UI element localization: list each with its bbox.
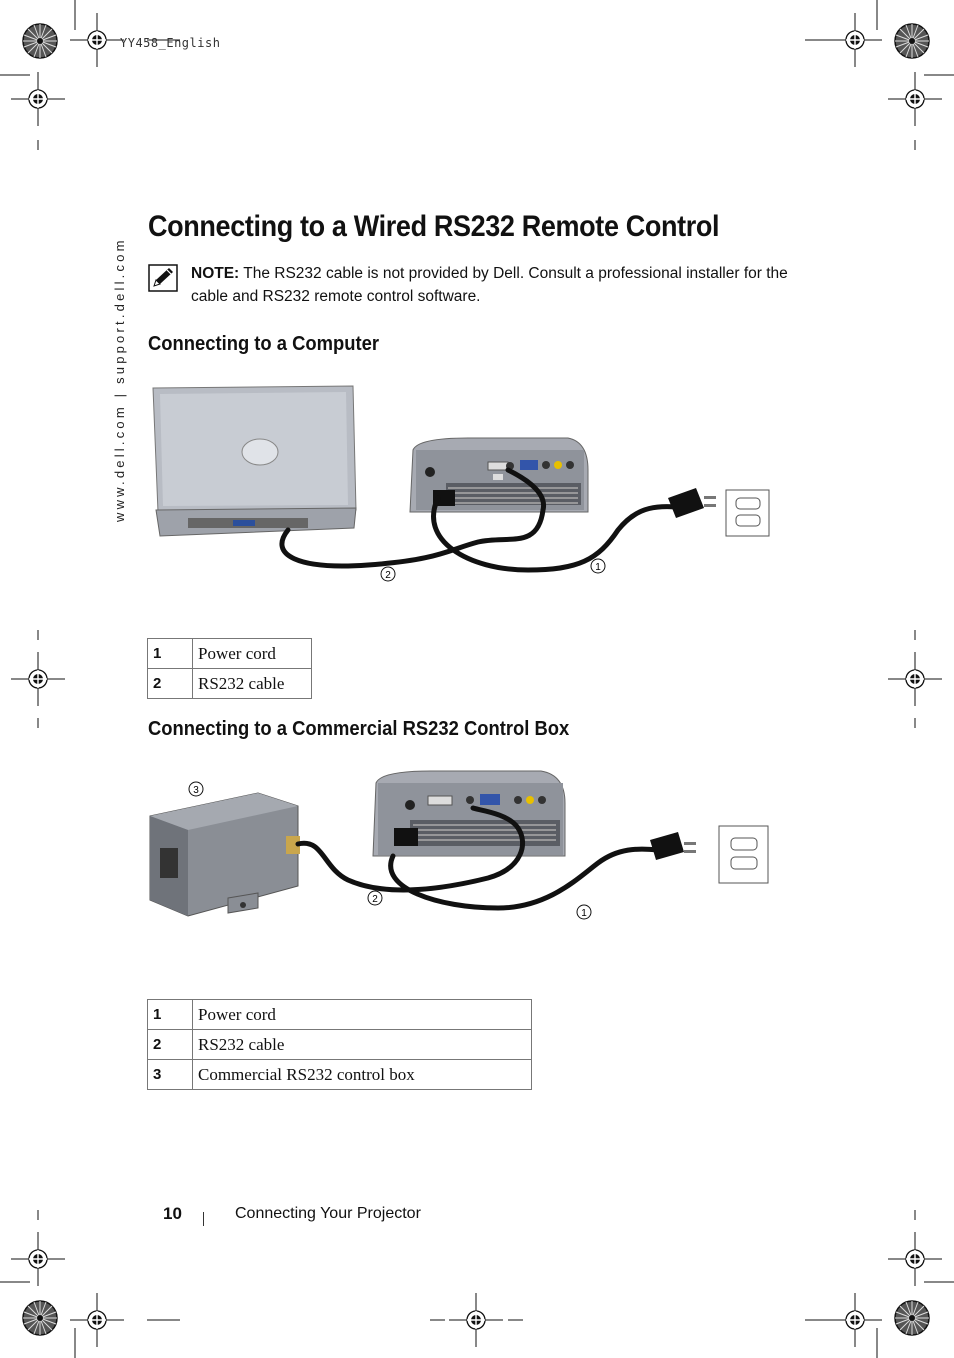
legend-label: Power cord <box>192 999 532 1030</box>
wall-outlet <box>725 489 770 537</box>
legend-table-control-box: 1 Power cord 2 RS232 cable 3 Commercial … <box>147 999 532 1090</box>
projector-illustration <box>372 770 566 857</box>
legend-label: Power cord <box>192 638 312 669</box>
table-row: 1 Power cord <box>147 999 532 1030</box>
table-row: 1 Power cord <box>147 638 312 669</box>
footer-chapter: Connecting Your Projector <box>235 1205 421 1222</box>
side-url: www.dell.com | support.dell.com <box>112 237 127 522</box>
callout-label: 1 <box>595 562 601 573</box>
legend-number: 3 <box>147 1059 193 1090</box>
rs232-cable-path <box>279 467 546 569</box>
legend-label: Commercial RS232 control box <box>192 1059 532 1090</box>
legend-number: 1 <box>147 638 193 669</box>
legend-table-computer: 1 Power cord 2 RS232 cable <box>147 638 312 699</box>
power-plug <box>650 832 696 860</box>
callout-label: 2 <box>385 570 391 581</box>
callout-3: 3 <box>188 781 204 797</box>
section-heading-computer: Connecting to a Computer <box>148 333 380 355</box>
callout-2: 2 <box>367 890 383 906</box>
wall-outlet <box>718 825 769 884</box>
callout-1: 1 <box>576 904 592 920</box>
callout-label: 3 <box>193 785 199 796</box>
callout-1: 1 <box>590 558 606 574</box>
table-row: 3 Commercial RS232 control box <box>147 1059 532 1090</box>
figure-computer-connection: 2 1 <box>152 385 770 582</box>
legend-number: 2 <box>147 668 193 699</box>
table-row: 2 RS232 cable <box>147 1029 532 1060</box>
callout-label: 2 <box>372 894 378 905</box>
note-pencil-icon <box>148 264 178 292</box>
figure-control-box-connection: 3 2 1 <box>149 770 769 920</box>
legend-number: 2 <box>147 1029 193 1060</box>
callout-label: 1 <box>581 908 587 919</box>
rs232-control-box-illustration <box>149 792 300 917</box>
section-heading-control-box: Connecting to a Commercial RS232 Control… <box>148 718 570 740</box>
legend-label: RS232 cable <box>192 1029 532 1060</box>
projector-illustration <box>409 437 589 513</box>
legend-label: RS232 cable <box>192 668 312 699</box>
page-number: 10 <box>163 1204 182 1223</box>
power-plug <box>668 488 716 518</box>
callout-2: 2 <box>380 566 396 582</box>
job-slug: YY458_English <box>120 36 221 50</box>
note-text: The RS232 cable is not provided by Dell.… <box>191 265 788 305</box>
page-title: Connecting to a Wired RS232 Remote Contr… <box>148 210 720 243</box>
footer-divider <box>203 1212 204 1226</box>
power-cord-path <box>431 495 691 573</box>
legend-number: 1 <box>147 999 193 1030</box>
note-label: NOTE: <box>191 265 240 282</box>
table-row: 2 RS232 cable <box>147 668 312 699</box>
rs232-cable-path <box>295 805 525 893</box>
laptop-illustration <box>152 385 357 537</box>
power-cord-path <box>388 846 661 911</box>
